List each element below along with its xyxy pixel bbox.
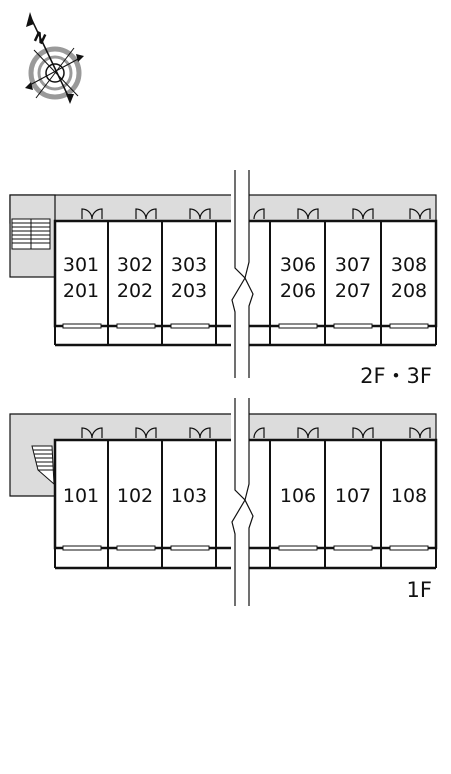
unit-number: 203 — [171, 280, 207, 302]
unit-number: 108 — [391, 485, 427, 507]
floor-label-ground: 1F — [407, 578, 432, 602]
straight-stair-icon — [11, 218, 51, 250]
break-line — [231, 398, 254, 606]
ground-floor-plan: 101 102 103 106 107 108 1F — [9, 398, 438, 608]
north-letter: N — [31, 29, 48, 48]
unit-number: 208 — [391, 280, 427, 302]
unit-number: 101 — [63, 485, 99, 507]
unit-number: 302 — [117, 254, 153, 276]
unit-number: 103 — [171, 485, 207, 507]
door-icon — [81, 208, 431, 220]
compass-rose-icon — [25, 12, 84, 104]
door-icon — [81, 427, 431, 439]
unit-number: 202 — [117, 280, 153, 302]
unit-number: 106 — [280, 485, 316, 507]
unit-number: 201 — [63, 280, 99, 302]
unit-number: 307 — [335, 254, 371, 276]
floor-label-upper: 2F・3F — [360, 364, 432, 388]
unit-number: 207 — [335, 280, 371, 302]
unit-number: 102 — [117, 485, 153, 507]
unit-number: 301 — [63, 254, 99, 276]
unit-number: 107 — [335, 485, 371, 507]
upper-floor-plan: 301 201 302 202 303 203 306 206 307 207 … — [9, 168, 438, 388]
unit-number: 306 — [280, 254, 316, 276]
unit-number: 308 — [391, 254, 427, 276]
unit-labels-upper: 301 201 302 202 303 203 306 206 307 207 … — [63, 254, 427, 302]
break-line — [231, 170, 254, 378]
unit-labels-ground: 101 102 103 106 107 108 — [63, 485, 427, 507]
unit-number: 206 — [280, 280, 316, 302]
unit-number: 303 — [171, 254, 207, 276]
